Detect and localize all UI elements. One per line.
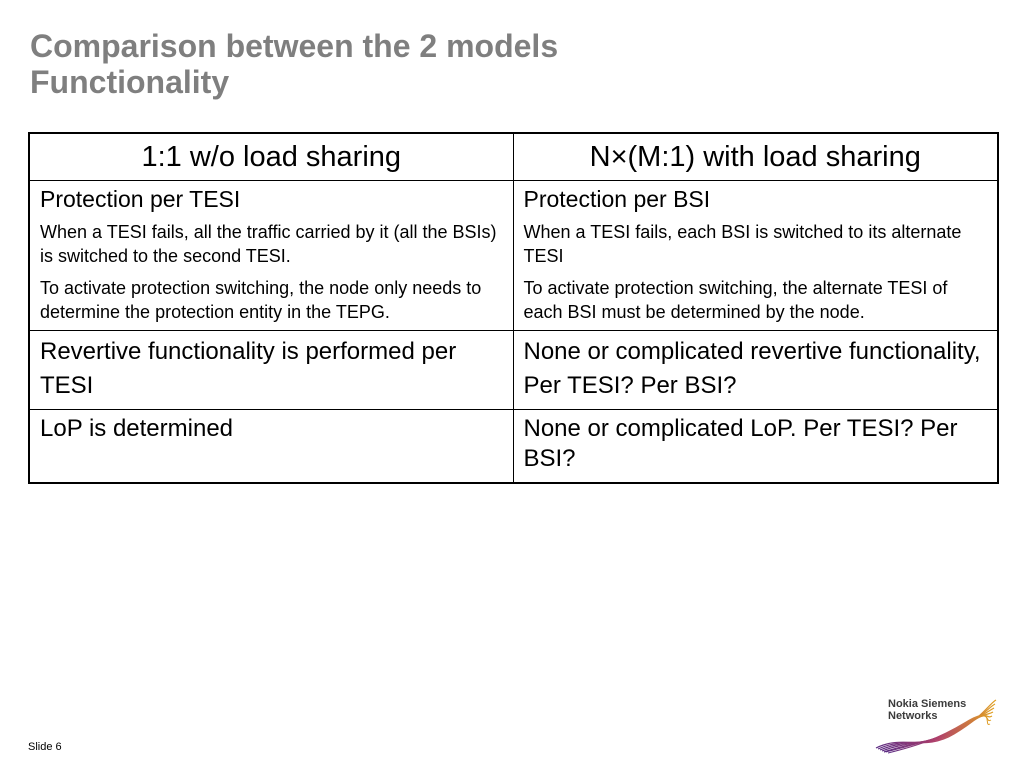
company-logo: Nokia Siemens Networks bbox=[874, 694, 1000, 754]
slide-number: Slide 6 bbox=[28, 741, 62, 753]
table-row-protection: Protection per TESI When a TESI fails, a… bbox=[28, 180, 999, 331]
cell-lop-right: None or complicated LoP. Per TESI? Per B… bbox=[512, 409, 999, 484]
cell-lop-left: LoP is determined bbox=[28, 409, 514, 484]
protection-right-heading: Protection per BSI bbox=[523, 186, 711, 212]
title-line-1: Comparison between the 2 models bbox=[30, 28, 559, 64]
table-row-lop: LoP is determined None or complicated Lo… bbox=[28, 409, 999, 484]
header-nxm: N×(M:1) with load sharing bbox=[512, 132, 999, 181]
logo-text: Nokia Siemens Networks bbox=[888, 698, 966, 722]
protection-left-p1: When a TESI fails, all the traffic carri… bbox=[40, 222, 497, 266]
protection-right-p2: To activate protection switching, the al… bbox=[523, 278, 948, 322]
title-line-2: Functionality bbox=[30, 64, 230, 100]
table-row-revertive: Revertive functionality is performed per… bbox=[28, 330, 999, 410]
cell-revertive-right: None or complicated revertive functional… bbox=[512, 330, 999, 410]
table-header-row: 1:1 w/o load sharing N×(M:1) with load s… bbox=[28, 132, 999, 181]
protection-left-heading: Protection per TESI bbox=[40, 186, 241, 212]
cell-revertive-left: Revertive functionality is performed per… bbox=[28, 330, 514, 410]
logo-line-2: Networks bbox=[888, 710, 938, 722]
logo-wave-icon bbox=[875, 699, 997, 754]
protection-left-p2: To activate protection switching, the no… bbox=[40, 278, 482, 322]
protection-right-p1: When a TESI fails, each BSI is switched … bbox=[523, 222, 962, 266]
logo-line-1: Nokia Siemens bbox=[888, 698, 967, 710]
cell-protection-left: Protection per TESI When a TESI fails, a… bbox=[28, 180, 514, 331]
slide-title: Comparison between the 2 models Function… bbox=[30, 28, 558, 100]
comparison-table: 1:1 w/o load sharing N×(M:1) with load s… bbox=[28, 132, 999, 484]
header-1to1: 1:1 w/o load sharing bbox=[28, 132, 514, 181]
cell-protection-right: Protection per BSI When a TESI fails, ea… bbox=[512, 180, 999, 331]
